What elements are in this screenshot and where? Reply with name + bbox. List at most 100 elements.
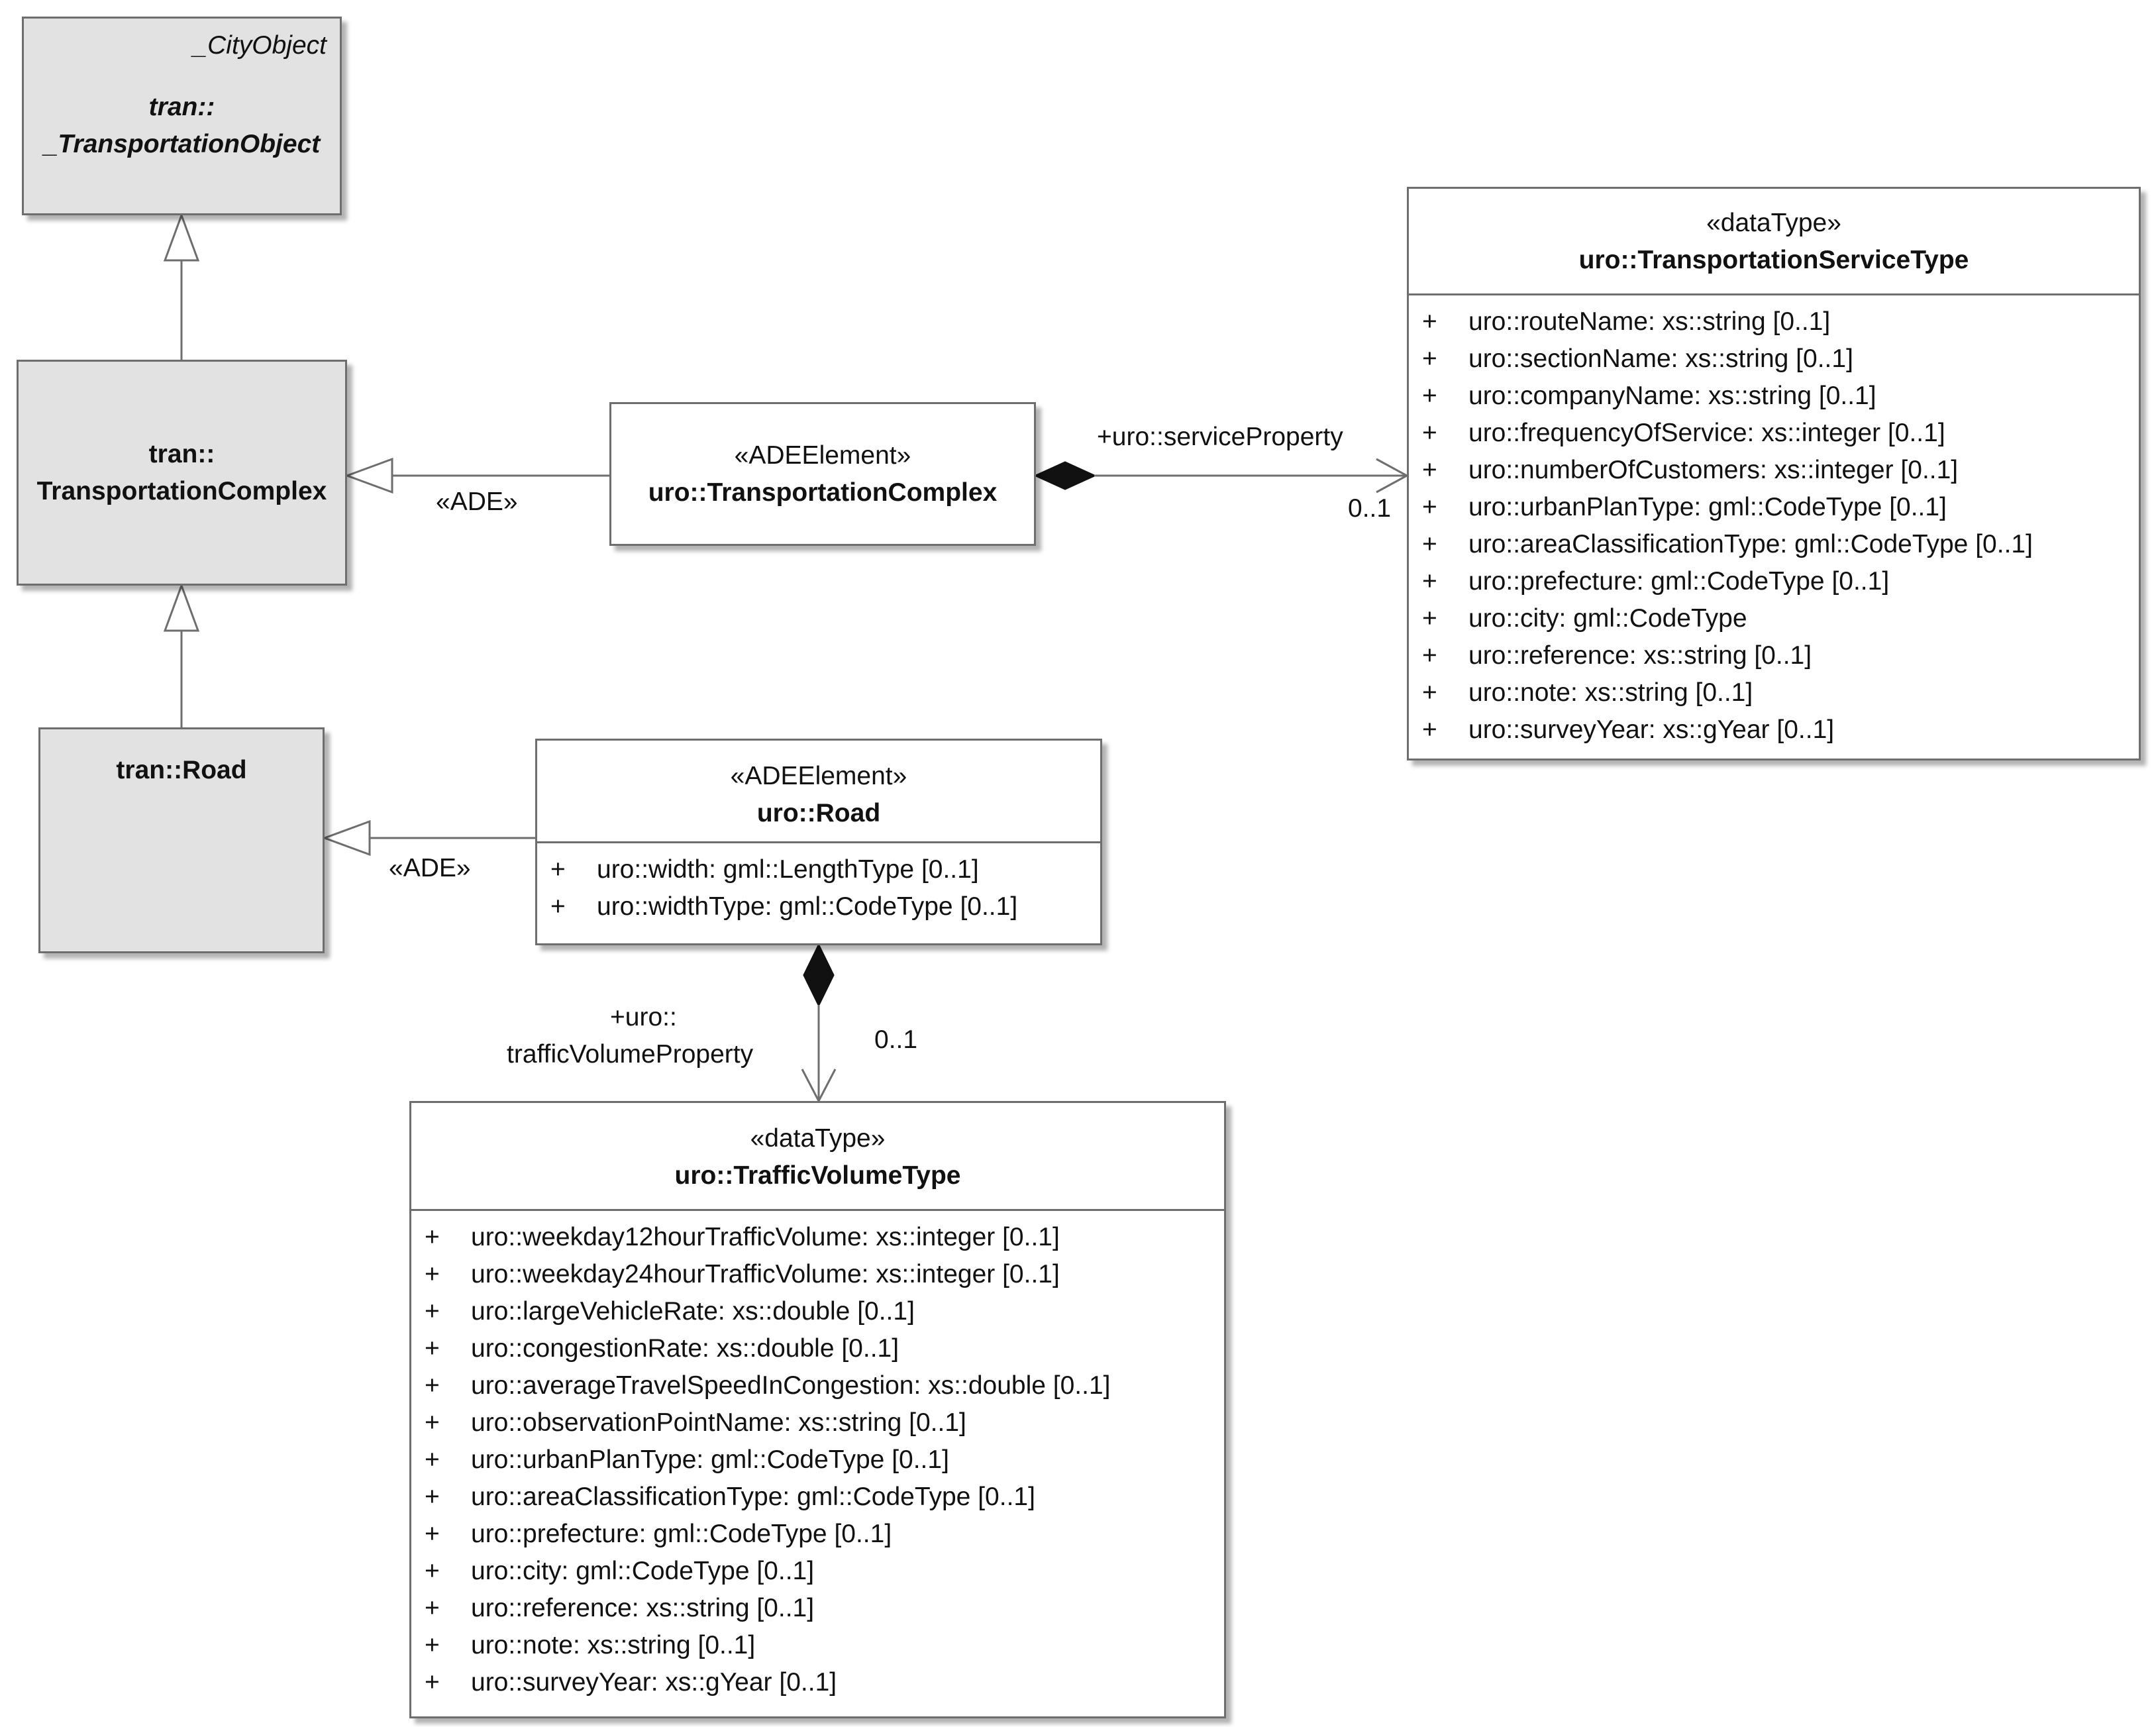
class-tran-transportation-complex[interactable]: tran:: TransportationComplex (17, 360, 347, 586)
ade-label-road: «ADE» (389, 854, 471, 882)
attribute-row: + uro::weekday24hourTrafficVolume: xs::in… (411, 1256, 1224, 1293)
class-header: «dataType» uro::TrafficVolumeType (411, 1103, 1224, 1209)
attribute-text: uro::surveyYear: xs::gYear [0..1] (1468, 715, 1835, 744)
visibility-marker: + (1422, 456, 1437, 484)
attribute-row: +uro::urbanPlanType: gml::CodeType [0..1… (411, 1441, 1224, 1479)
class-name: uro::Road (756, 799, 881, 827)
class-header: _CityObject (24, 27, 340, 64)
composition-service-property (1033, 458, 1410, 494)
attribute-row: +uro::largeVehicleRate: xs::double [0..1… (411, 1293, 1224, 1330)
attribute-text: uro::weekday24hourTrafficVolume: xs::int… (471, 1260, 1060, 1288)
attribute-text: uro::routeName: xs::string [0..1] (1468, 307, 1831, 336)
traffic-volume-multiplicity: 0..1 (874, 1025, 918, 1054)
attribute-row: + uro::averageTravelSpeedInCongestion: xs… (411, 1367, 1224, 1404)
attribute-text: uro::widthType: gml::CodeType [0..1] (597, 892, 1018, 921)
class-name-line1: tran:: (148, 439, 215, 468)
class-name: tran:: TransportationComplex (19, 436, 345, 510)
generalization-complex-to-object (163, 212, 200, 360)
attribute-row: + uro::routeName: xs::string [0..1] (1409, 303, 2139, 340)
attribute-text: uro::sectionName: xs::string [0..1] (1468, 344, 1853, 373)
attribute-text: uro::width: gml::LengthType [0..1] (597, 855, 979, 884)
attribute-row: + uro::numberOfCustomers: xs::integer [0.… (1409, 452, 2139, 489)
ade-label-complex: «ADE» (436, 488, 518, 516)
traffic-volume-role-line2: trafficVolumeProperty (507, 1040, 754, 1069)
visibility-marker: + (425, 1334, 440, 1363)
attribute-text: uro::reference: xs::string [0..1] (471, 1594, 815, 1622)
attribute-text: uro::note: xs::string [0..1] (471, 1631, 756, 1659)
attribute-row: + uro::areaClassificationType: gml::CodeT… (411, 1479, 1224, 1516)
attribute-row: + uro::companyName: xs::string [0..1] (1409, 378, 2139, 415)
visibility-marker: + (1422, 604, 1437, 633)
traffic-volume-role-label: +uro:: trafficVolumeProperty (507, 999, 795, 1073)
visibility-marker: + (425, 1408, 440, 1437)
attribute-text: uro::urbanPlanType: gml::CodeType [0..1] (1468, 493, 1947, 521)
parent-class-label: _CityObject (193, 31, 327, 60)
attribute-text: uro::numberOfCustomers: xs::integer [0..… (1468, 456, 1959, 484)
attribute-row: + uro::observationPointName: xs::string [… (411, 1404, 1224, 1441)
attribute-text: uro::areaClassificationType: gml::CodeTy… (471, 1483, 1035, 1511)
attribute-row: + uro::prefecture: gml::CodeType [0..1] (411, 1516, 1224, 1553)
class-header: «dataType» uro::TransportationServiceTyp… (1409, 189, 2139, 293)
attribute-row: +uro::note: xs::string [0..1] (411, 1627, 1224, 1664)
visibility-marker: + (425, 1260, 440, 1288)
visibility-marker: + (1422, 493, 1437, 521)
attribute-text: uro::averageTravelSpeedInCongestion: xs:… (471, 1371, 1111, 1400)
attribute-text: uro::prefecture: gml::CodeType [0..1] (1468, 567, 1890, 596)
class-transportation-service-type[interactable]: «dataType» uro::TransportationServiceTyp… (1407, 187, 2141, 760)
attribute-text: uro::prefecture: gml::CodeType [0..1] (471, 1520, 892, 1548)
attribute-row: + uro::urbanPlanType: gml::CodeType [0..1… (1409, 489, 2139, 526)
attribute-text: uro::weekday12hourTrafficVolume: xs::int… (471, 1223, 1060, 1251)
visibility-marker: + (425, 1520, 440, 1548)
ade-link-road (321, 819, 535, 857)
attribute-list: +uro::width: gml::LengthType [0..1]+uro:… (537, 841, 1100, 931)
attribute-text: uro::city: gml::CodeType (1468, 604, 1747, 633)
attribute-row: + uro::sectionName: xs::string [0..1] (1409, 340, 2139, 378)
class-uro-road[interactable]: «ADEElement» uro::Road +uro::width: gml:… (535, 739, 1102, 945)
visibility-marker: + (425, 1223, 440, 1251)
visibility-marker: + (1422, 382, 1437, 410)
attribute-row: +uro::width: gml::LengthType [0..1] (537, 851, 1100, 888)
class-header: «ADEElement» uro::Road (537, 741, 1100, 841)
visibility-marker: + (425, 1483, 440, 1511)
attribute-row: +uro::city: gml::CodeType [0..1] (411, 1553, 1224, 1590)
attribute-text: uro::reference: xs::string [0..1] (1468, 641, 1812, 670)
visibility-marker: + (1422, 641, 1437, 670)
attribute-row: + uro::reference: xs::string [0..1] (1409, 637, 2139, 674)
attribute-list: + uro::weekday12hourTrafficVolume: xs::in… (411, 1209, 1224, 1706)
ade-link-transportation-complex (344, 457, 609, 494)
attribute-text: uro::companyName: xs::string [0..1] (1468, 382, 1876, 410)
attribute-text: uro::surveyYear: xs::gYear [0..1] (471, 1668, 837, 1697)
class-name: uro::TransportationServiceType (1578, 246, 1969, 274)
attribute-text: uro::frequencyOfService: xs::integer [0.… (1468, 419, 1945, 447)
class-name-line2: TransportationComplex (36, 476, 327, 505)
service-property-role-label: +uro::serviceProperty (1097, 423, 1343, 451)
attribute-row: + uro::reference: xs::string [0..1] (411, 1590, 1224, 1627)
attribute-row: + uro::frequencyOfService: xs::integer [0… (1409, 415, 2139, 452)
visibility-marker: + (1422, 307, 1437, 336)
composition-traffic-volume-property (801, 943, 837, 1104)
class-uro-transportation-complex[interactable]: «ADEElement» uro::TransportationComplex (609, 402, 1036, 546)
attribute-text: uro::observationPointName: xs::string [0… (471, 1408, 966, 1437)
class-name-line1: tran:: (148, 93, 215, 121)
attribute-row: +uro::areaClassificationType: gml::CodeT… (1409, 526, 2139, 563)
visibility-marker: + (1422, 344, 1437, 373)
visibility-marker: + (1422, 419, 1437, 447)
visibility-marker: + (425, 1371, 440, 1400)
visibility-marker: + (425, 1297, 440, 1326)
visibility-marker: + (425, 1668, 440, 1697)
class-name: tran::Road (116, 756, 247, 784)
generalization-road-to-complex (163, 582, 200, 727)
visibility-marker: + (1422, 530, 1437, 558)
class-tran-road[interactable]: tran::Road (38, 727, 325, 953)
class-transportation-object[interactable]: _CityObject tran:: _TransportationObject (22, 17, 342, 215)
class-name-line2: _TransportationObject (43, 130, 321, 158)
visibility-marker: + (425, 1594, 440, 1622)
attribute-row: + uro::city: gml::CodeType (1409, 600, 2139, 637)
stereotype-label: «dataType» (1706, 209, 1841, 237)
attribute-text: uro::congestionRate: xs::double [0..1] (471, 1334, 899, 1363)
visibility-marker: + (425, 1445, 440, 1474)
visibility-marker: + (550, 892, 566, 921)
visibility-marker: + (1422, 715, 1437, 744)
class-traffic-volume-type[interactable]: «dataType» uro::TrafficVolumeType +uro::… (409, 1101, 1226, 1718)
